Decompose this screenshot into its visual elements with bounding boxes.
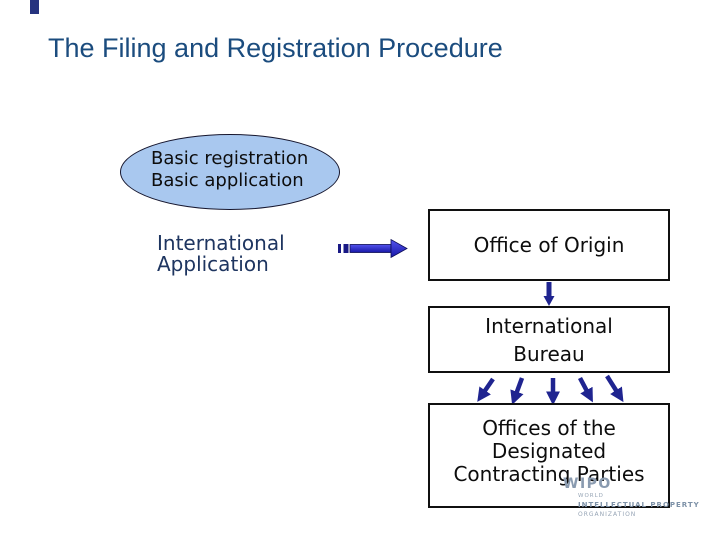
office-of-origin-label: Office of Origin — [473, 232, 625, 257]
international-bureau-line1: International — [485, 313, 613, 338]
wipo-logo-subtitle: WORLD INTELLECTUAL PROPERTY ORGANIZATION — [578, 493, 700, 518]
wipo-logo-intellectual-property: INTELLECTUAL PROPERTY — [578, 501, 700, 509]
designated-offices-box: Offices of the Designated Contracting Pa… — [428, 403, 670, 508]
wipo-logo-acronym: WIPO — [563, 476, 612, 492]
fan-arrows-icon — [477, 374, 624, 406]
wipo-logo: WIPO WORLD INTELLECTUAL PROPERTY ORGANIZ… — [563, 476, 700, 518]
office-of-origin-box: Office of Origin — [428, 209, 670, 281]
wipo-logo-organization: ORGANIZATION — [578, 511, 637, 518]
basic-registration-line: Basic registration — [151, 148, 309, 169]
designated-offices-line1: Offices of the — [482, 416, 616, 440]
international-application-line2: Application — [157, 252, 269, 276]
basic-mark-ellipse: Basic registration Basic application — [120, 134, 340, 210]
basic-application-line: Basic application — [151, 170, 304, 191]
international-bureau-line2: Bureau — [513, 341, 585, 366]
down-arrow-icon — [543, 282, 555, 306]
designated-offices-line3: Contracting Parties — [453, 462, 645, 486]
international-application-label: International Application — [157, 233, 285, 275]
basic-mark-label: Basic registration Basic application — [151, 148, 308, 192]
slide-title: The Filing and Registration Procedure — [48, 33, 503, 63]
wipo-logo-world: WORLD — [578, 493, 604, 499]
international-bureau-box: International Bureau — [428, 306, 670, 373]
corner-accent-bar — [30, 0, 39, 14]
designated-offices-line2: Designated — [491, 439, 607, 463]
right-arrow-icon — [338, 238, 408, 259]
international-application-line1: International — [157, 231, 285, 255]
